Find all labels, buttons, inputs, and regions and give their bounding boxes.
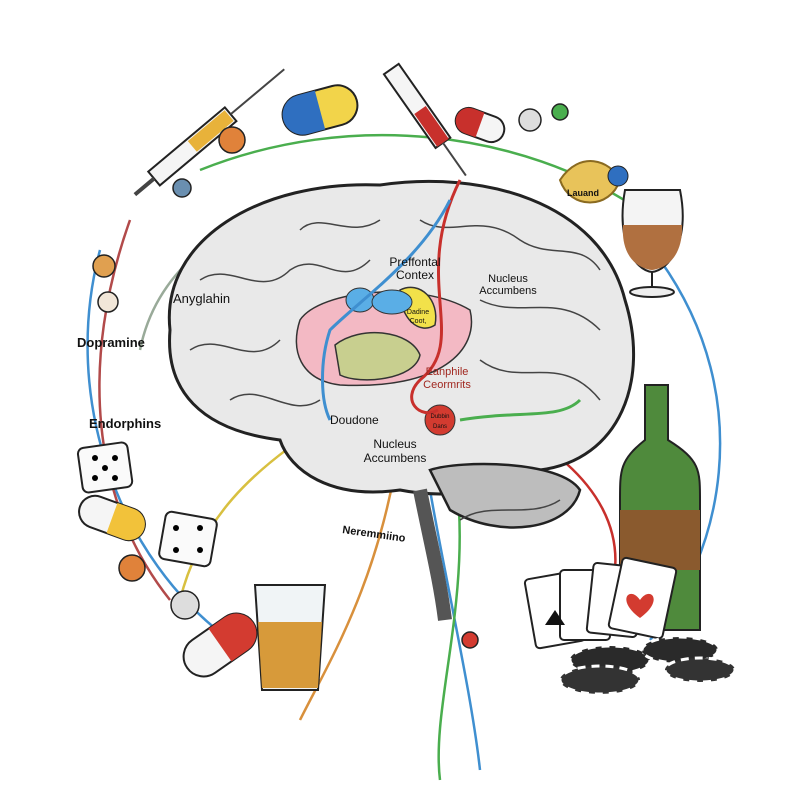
red-node-label: Dubbin <box>430 414 449 420</box>
capsule-icon <box>454 106 506 144</box>
nucleus-accumbens-bottom-label: Nucleus <box>373 437 416 451</box>
dopamine-center-label: Doudone <box>330 413 379 427</box>
syringe-icon <box>133 68 285 197</box>
shot-glass-icon <box>253 584 327 691</box>
poker-chips-icon <box>558 635 737 696</box>
dice-icon <box>76 441 218 568</box>
red-region-label-line2: Ceormrits <box>423 379 471 391</box>
nerve-fiber <box>98 219 171 601</box>
red-node-label-line2: Dans <box>433 424 447 430</box>
capsule-icon <box>281 84 359 136</box>
neuron-tag-label: Lauand <box>567 188 599 198</box>
neural-path-label: Neremmiino <box>342 524 407 545</box>
red-region-label: Eanphile <box>426 366 469 378</box>
dopamine-label: Dopramine <box>77 335 145 350</box>
capsule-icon <box>78 494 146 542</box>
nucleus-accumbens-bottom-label-line2: Accumbens <box>364 451 427 465</box>
red-node <box>424 404 456 436</box>
pill-balls <box>92 103 569 649</box>
playing-cards-icon <box>523 556 678 650</box>
prefrontal-cortex-label: Preffontal <box>389 255 440 269</box>
syringe-icon <box>382 62 467 177</box>
blue-node <box>345 287 375 313</box>
hippocampus <box>334 332 421 381</box>
nucleus-accumbens-label: Nucleus <box>488 273 528 285</box>
brainstem <box>413 488 452 621</box>
capsule-icon <box>182 612 258 678</box>
yellow-region-label: Dadine <box>407 309 429 316</box>
blue-node <box>371 289 413 315</box>
labels: Preffontal Contex Nucleus Accumbens Anyg… <box>77 188 599 545</box>
cerebellum <box>428 462 582 529</box>
yellow-region-label-line2: Coot, <box>410 318 427 325</box>
brain <box>167 179 636 621</box>
amygdala-label: Anyglahin <box>173 291 230 306</box>
neuron-icon <box>558 160 629 204</box>
endorphins-label: Endorphins <box>89 416 161 431</box>
nucleus-accumbens-label-line2: Accumbens <box>479 285 537 297</box>
wine-glass-icon <box>621 189 684 298</box>
prefrontal-cortex-label-line2: Contex <box>396 268 434 282</box>
